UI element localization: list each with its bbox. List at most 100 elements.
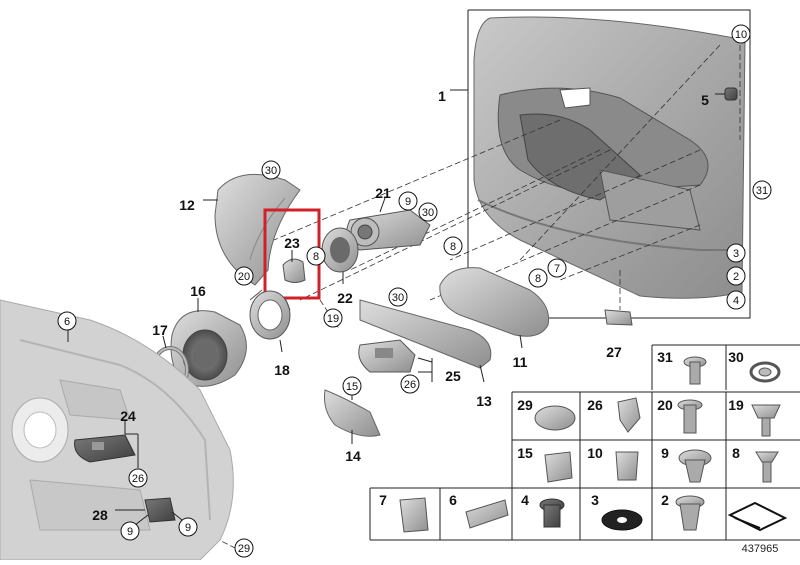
part-label-8: 8	[306, 246, 326, 266]
part-label-19: 19	[323, 308, 343, 328]
fastener-grid-number: 30	[728, 349, 744, 365]
part-label-26: 26	[128, 468, 148, 488]
part-label-6: 6	[57, 311, 77, 331]
fastener-grid-number: 19	[728, 397, 744, 413]
panel-opening	[559, 87, 591, 109]
part-label-9: 9	[120, 521, 140, 541]
part-label-25: 25	[445, 368, 461, 384]
part-label-30: 30	[418, 202, 438, 222]
expanding-rivet-20-icon	[677, 399, 703, 434]
part-number: 25	[445, 368, 461, 384]
bracket-28	[115, 497, 183, 526]
part-number: 10	[735, 29, 747, 41]
fastener-grid-number: 26	[587, 397, 603, 413]
label-circle	[731, 24, 751, 44]
fastener-grid-number: 6	[449, 492, 457, 508]
align-line	[449, 149, 701, 261]
label-circle	[528, 268, 548, 288]
part-label-7: 7	[547, 258, 567, 278]
clip-10-icon	[615, 451, 639, 481]
part-number: 28	[92, 507, 108, 523]
align-line	[249, 119, 561, 251]
part-label-3: 3	[726, 243, 746, 263]
part-label-10: 10	[731, 24, 751, 44]
grid-lines	[369, 344, 800, 541]
part-number: 22	[337, 290, 353, 306]
part-label-31: 31	[752, 180, 772, 200]
part-label-27: 27	[606, 344, 622, 360]
part-label-8: 8	[443, 236, 463, 256]
fastener-grid-number: 10	[587, 445, 603, 461]
label-circle	[120, 521, 140, 541]
part-number: 18	[274, 362, 290, 378]
clip-7-icon	[399, 497, 429, 533]
label-circle	[234, 266, 254, 286]
part-number: 11	[513, 354, 528, 370]
part-number: 31	[756, 185, 768, 197]
part-label-20: 20	[234, 266, 254, 286]
part-number: 4	[733, 295, 739, 307]
part-number: 9	[185, 522, 191, 534]
housing-18	[249, 289, 291, 353]
trim-piece-14	[324, 389, 381, 444]
part-label-24: 24	[120, 408, 136, 424]
part-number: 29	[238, 543, 250, 555]
align-line	[299, 149, 611, 301]
part-number: 20	[238, 271, 250, 283]
fastener-grid-number: 31	[657, 349, 673, 365]
fastener-grid-number: 4	[521, 492, 529, 508]
part-label-18: 18	[274, 362, 290, 378]
part-label-15: 15	[342, 376, 362, 396]
part-label-5: 5	[701, 92, 709, 108]
label-circle	[398, 191, 418, 211]
part-number: 16	[190, 283, 206, 299]
part-number: 13	[476, 393, 492, 409]
label-circle	[128, 468, 148, 488]
clip-strip-6-icon	[465, 499, 509, 529]
part-number: 5	[701, 92, 709, 108]
part-number: 14	[345, 448, 361, 464]
align-line	[559, 224, 701, 281]
part-label-9: 9	[178, 517, 198, 537]
label-circle	[306, 246, 326, 266]
part-label-8: 8	[528, 268, 548, 288]
fastener-grid	[369, 344, 800, 541]
label-circle	[418, 202, 438, 222]
part-label-28: 28	[92, 507, 108, 523]
clip-5	[715, 87, 738, 101]
part-number: 19	[327, 313, 339, 325]
fastener-grid-number: 8	[732, 445, 740, 461]
panel-bracket-box	[467, 9, 751, 319]
label-circle	[726, 243, 746, 263]
grommet-4-icon	[539, 498, 565, 528]
clip-27	[604, 309, 633, 326]
part-label-13: 13	[476, 393, 492, 409]
part-number: 6	[64, 316, 70, 328]
clip-2-icon	[675, 495, 705, 531]
part-number: 30	[422, 207, 434, 219]
part-label-29: 29	[234, 538, 254, 558]
part-label-11: 11	[513, 354, 528, 370]
label-circle	[261, 160, 281, 180]
label-circle	[342, 376, 362, 396]
part-number: 30	[392, 292, 404, 304]
door-trim-panel	[450, 9, 751, 319]
trim-strip-13	[359, 299, 492, 383]
armrest-11	[439, 267, 550, 349]
speed-nut-30-icon	[749, 361, 781, 383]
screw-19-icon	[751, 404, 781, 437]
part-label-22: 22	[337, 290, 353, 306]
label-circle	[178, 517, 198, 537]
cap-29-icon	[534, 405, 576, 431]
fastener-grid-number: 15	[517, 445, 533, 461]
window-switch-24	[74, 420, 139, 468]
part-label-14: 14	[345, 448, 361, 464]
reference-number: 437965	[742, 543, 779, 555]
fastener-grid-number: 2	[661, 492, 669, 508]
part-number: 7	[554, 263, 560, 275]
part-number: 24	[120, 408, 136, 424]
part-label-9: 9	[398, 191, 418, 211]
